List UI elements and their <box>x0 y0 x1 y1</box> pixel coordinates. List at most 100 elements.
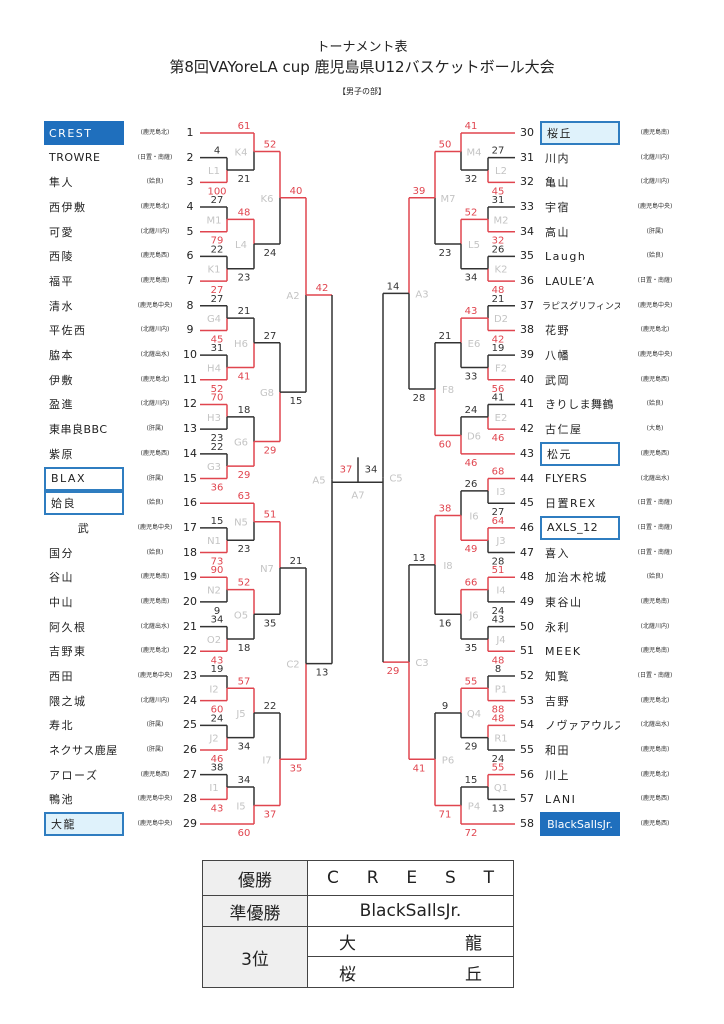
team-name[interactable]: 福平 <box>49 275 74 289</box>
score: 32 <box>492 236 505 247</box>
team-name[interactable]: 阿久根 <box>49 620 87 634</box>
team-name[interactable]: 亀山 <box>545 176 570 190</box>
team-name[interactable]: ノヴァアウルズ <box>545 719 620 733</box>
team-name[interactable]: 隼人 <box>49 176 74 190</box>
score: 70 <box>211 392 224 403</box>
team-name[interactable]: 和田 <box>545 744 570 757</box>
team-name[interactable]: 西伊敷 <box>49 201 87 215</box>
team-name[interactable]: 日置REX <box>545 497 597 511</box>
team-name[interactable]: 永利 <box>545 620 570 634</box>
team-name[interactable]: 中山 <box>49 595 74 609</box>
team-name[interactable]: 桜丘 <box>540 121 620 145</box>
team-name[interactable]: アローズ <box>49 768 99 782</box>
team-row: 松元(鹿児島西)43 <box>0 441 724 466</box>
team-name[interactable]: 花野 <box>545 324 570 338</box>
score: 19 <box>492 343 505 354</box>
team-number: 8 <box>186 298 194 312</box>
team-name[interactable]: 喜入 <box>545 546 570 560</box>
match-label: G3 <box>207 462 221 473</box>
team-name[interactable]: ラピスグリフィンズ <box>542 302 620 313</box>
score: 4 <box>214 146 220 157</box>
team-name[interactable]: 大龍 <box>44 812 124 837</box>
team-name[interactable]: MEEK <box>545 644 582 658</box>
team-row: ノヴァアウルズ(北薩出水)54 <box>0 713 724 737</box>
score: 24 <box>492 606 505 617</box>
team-name[interactable]: LAULE’A <box>545 274 595 288</box>
team-name[interactable]: 宇宿 <box>545 201 570 215</box>
team-row: 武岡(鹿児島西)40 <box>0 368 724 392</box>
team-name[interactable]: 平佐西 <box>49 324 87 338</box>
team-name[interactable]: 武岡 <box>545 373 570 387</box>
team-name[interactable]: LANI <box>545 792 577 806</box>
team-name[interactable]: FLYERS <box>545 472 588 486</box>
team-name[interactable]: AXLS_12 <box>540 515 620 540</box>
team-name[interactable]: 松元 <box>540 441 620 466</box>
team-name[interactable]: 川内 <box>545 151 570 165</box>
team-name[interactable]: 隈之城 <box>49 694 87 708</box>
team-region: (鹿児島南) <box>640 597 670 605</box>
team-row: ネクサス鹿屋(肝属)26 <box>0 738 724 762</box>
team-name[interactable]: 東串良BBC <box>49 423 108 437</box>
team-name[interactable]: 高山 <box>545 225 570 239</box>
team-name[interactable]: BLAX <box>44 466 124 491</box>
team-name[interactable]: 伊敷 <box>49 373 74 387</box>
team-name[interactable]: 紫原 <box>49 447 74 461</box>
team-name[interactable]: 吉野 <box>545 694 570 708</box>
team-name[interactable]: 脇本 <box>49 349 74 363</box>
team-name[interactable]: TROWRE <box>49 151 101 165</box>
team-number: 38 <box>520 323 534 337</box>
team-row: 知覧(日置・南薩)52 <box>0 664 724 688</box>
team-name[interactable]: 姶良 <box>44 491 124 516</box>
match-label: Q1 <box>494 783 508 794</box>
score: 100 <box>207 186 226 197</box>
team-name[interactable]: 川上 <box>545 768 570 782</box>
team-region: (姶良) <box>146 548 164 556</box>
team-region: (日置・南薩) <box>137 153 173 161</box>
team-region: (鹿児島北) <box>140 375 170 383</box>
team-region: (肝属) <box>146 721 164 729</box>
team-name[interactable]: 加治木柁城 <box>545 571 608 585</box>
match-label: A5 <box>312 475 325 486</box>
team-name[interactable]: ネクサス鹿屋 <box>49 744 118 757</box>
team-name[interactable]: 西陵 <box>49 250 74 264</box>
team-name[interactable]: 西田 <box>49 669 74 683</box>
team-name[interactable]: 知覧 <box>545 669 570 683</box>
team-name[interactable]: 寿北 <box>49 719 74 733</box>
score: 41 <box>413 763 426 774</box>
team-name[interactable]: 吉野東 <box>49 645 87 659</box>
team-name[interactable]: 可愛 <box>49 225 74 239</box>
team-region: (日置・南薩) <box>637 499 673 507</box>
score: 28 <box>492 557 505 568</box>
team-number: 34 <box>520 224 534 238</box>
team-number: 46 <box>520 520 534 534</box>
team-region: (鹿児島北) <box>640 326 670 334</box>
team-number: 45 <box>520 496 534 510</box>
team-row: 古仁屋(大島)42 <box>0 417 724 441</box>
score: 56 <box>492 384 505 395</box>
team-name[interactable]: BlackSaIlsJr. <box>540 812 620 837</box>
team-row: 清水(鹿児島中央)8 <box>0 294 724 318</box>
team-name[interactable]: 鴨池 <box>49 793 74 807</box>
score: 55 <box>465 676 478 687</box>
match-label: A3 <box>415 289 428 300</box>
team-name[interactable]: Laugh <box>545 249 587 263</box>
team-name[interactable]: 武 <box>77 521 91 535</box>
team-number: 21 <box>183 619 197 633</box>
team-region: (鹿児島西) <box>140 252 170 260</box>
score: 60 <box>238 828 251 839</box>
team-name[interactable]: 八幡 <box>545 349 570 363</box>
score: 52 <box>238 578 251 589</box>
third-row: 桜丘 <box>203 956 514 988</box>
team-name[interactable]: 国分 <box>49 546 74 560</box>
team-name[interactable]: 古仁屋 <box>545 423 583 437</box>
team-name[interactable]: 盈進 <box>49 398 74 412</box>
team-name[interactable]: きりしま舞鶴 <box>545 398 614 412</box>
team-number: 33 <box>520 200 534 214</box>
team-name[interactable]: 谷山 <box>49 571 74 585</box>
team-name[interactable]: CREST <box>44 121 124 145</box>
score: 33 <box>465 371 478 382</box>
team-name[interactable]: 東谷山 <box>545 595 583 609</box>
team-name[interactable]: 清水 <box>49 299 74 313</box>
team-number: 48 <box>520 570 534 584</box>
match-label: N5 <box>234 518 248 529</box>
